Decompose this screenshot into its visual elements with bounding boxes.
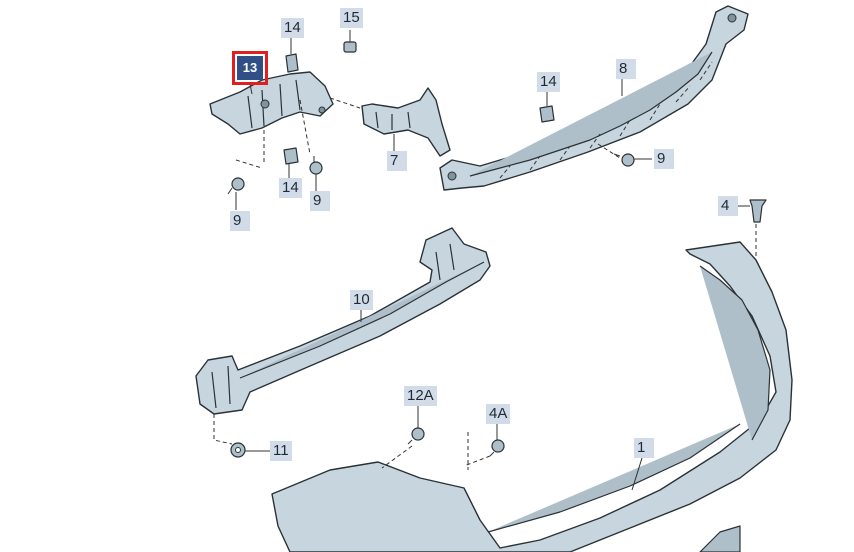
fastener-9b-screw[interactable] [309,156,323,175]
callout-12a[interactable]: 12A [404,386,437,406]
callout-14-rail[interactable]: 14 [537,72,560,92]
callout-9-bracket[interactable]: 9 [310,191,330,211]
callout-11[interactable]: 11 [270,441,292,461]
callout-14-top[interactable]: 14 [281,18,304,38]
callout-9-rail[interactable]: 9 [654,149,674,169]
callout-10[interactable]: 10 [350,290,373,310]
fastener-15-bolt[interactable] [343,41,357,53]
callout-8[interactable]: 8 [616,59,636,79]
fastener-4a-screw[interactable] [489,439,505,457]
callout-9-left[interactable]: 9 [230,211,250,231]
part-10-impact-bar[interactable] [195,227,491,415]
fastener-9c-screw[interactable] [613,153,635,167]
callout-14-bracket[interactable]: 14 [279,178,302,198]
callout-1[interactable]: 1 [634,438,654,458]
part-8-guide-rail[interactable] [439,5,749,191]
fastener-11-nut[interactable] [230,442,246,458]
callout-7[interactable]: 7 [387,151,407,171]
fastener-9a-screw[interactable] [227,177,245,195]
fastener-14a-clip[interactable] [285,53,299,73]
callout-13[interactable]: 13 [232,51,268,85]
callout-4a[interactable]: 4A [486,404,511,424]
fastener-12a-screw[interactable] [407,427,425,445]
fastener-14c-clip[interactable] [539,105,555,123]
callout-15[interactable]: 15 [340,8,363,28]
leader-lines [213,30,757,491]
part-7-bracket[interactable] [361,87,451,157]
part-13-bracket[interactable] [209,71,334,135]
part-1-bumper-cover[interactable] [271,241,793,552]
fastener-14b-clip[interactable] [283,147,299,165]
fastener-4-clip[interactable] [749,199,767,223]
callout-4[interactable]: 4 [718,196,738,216]
